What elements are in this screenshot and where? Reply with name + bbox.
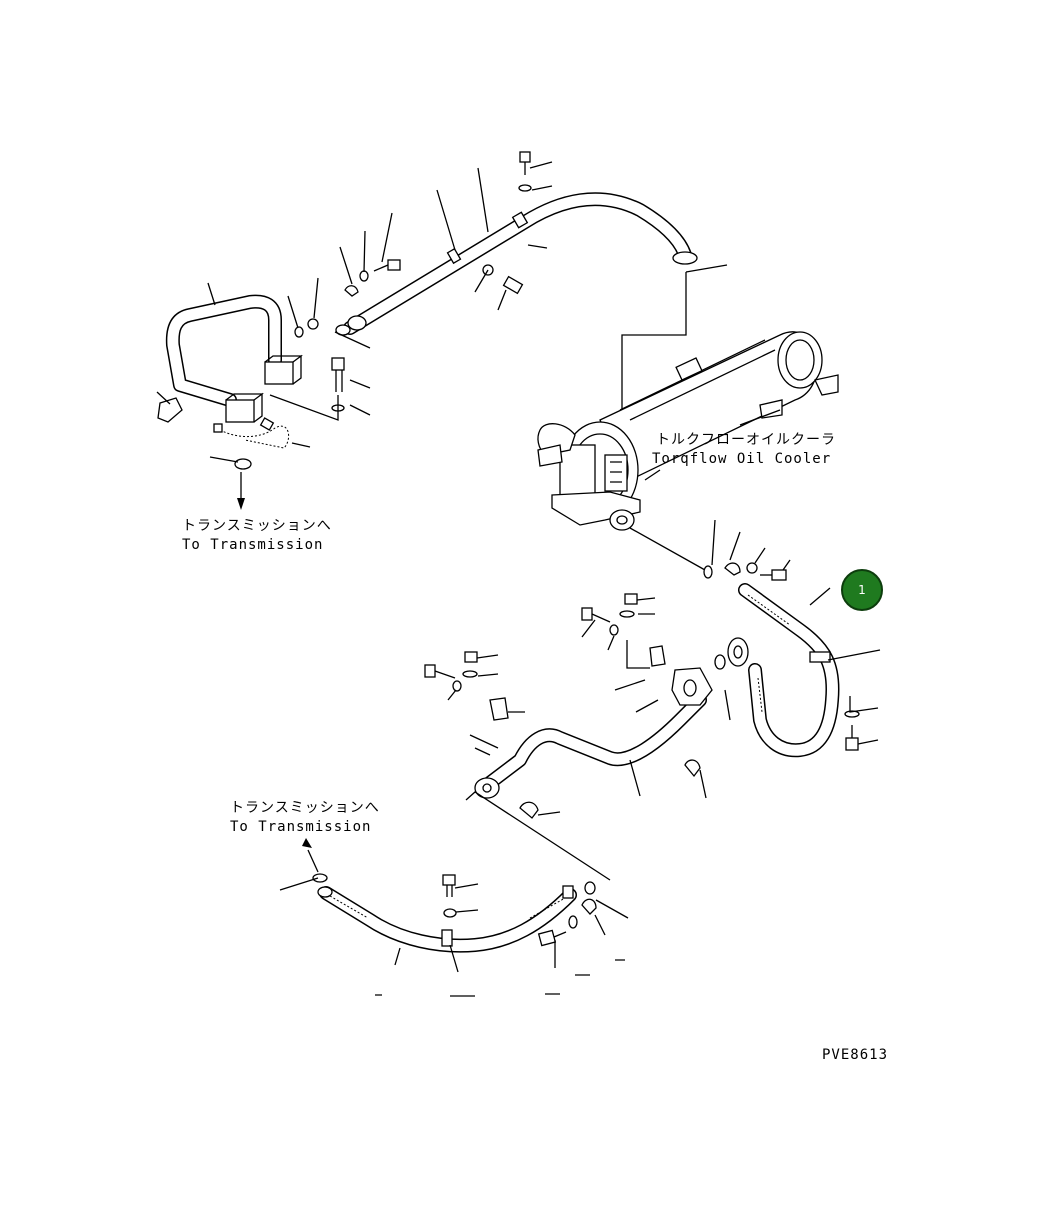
callout-item-1[interactable]: 1 [841,569,883,611]
lower-hose-assembly [279,838,629,997]
to-transmission-label-en-2: To Transmission [230,819,372,835]
upper-tube-assembly [156,151,728,510]
middle-tube-assembly [424,593,713,881]
to-transmission-label-jp-2: トランスミッションへ [230,800,380,816]
to-transmission-label-jp-1: トランスミッションへ [182,518,332,534]
oil-cooler-label-jp: トルクフローオイルクーラ [656,432,836,448]
oil-cooler-label-en: Torqflow Oil Cooler [652,451,832,467]
oil-cooler [537,331,839,571]
to-transmission-label-en-1: To Transmission [182,537,324,553]
drawing-code: PVE8613 [822,1047,889,1063]
hose-item-1 [703,519,881,758]
